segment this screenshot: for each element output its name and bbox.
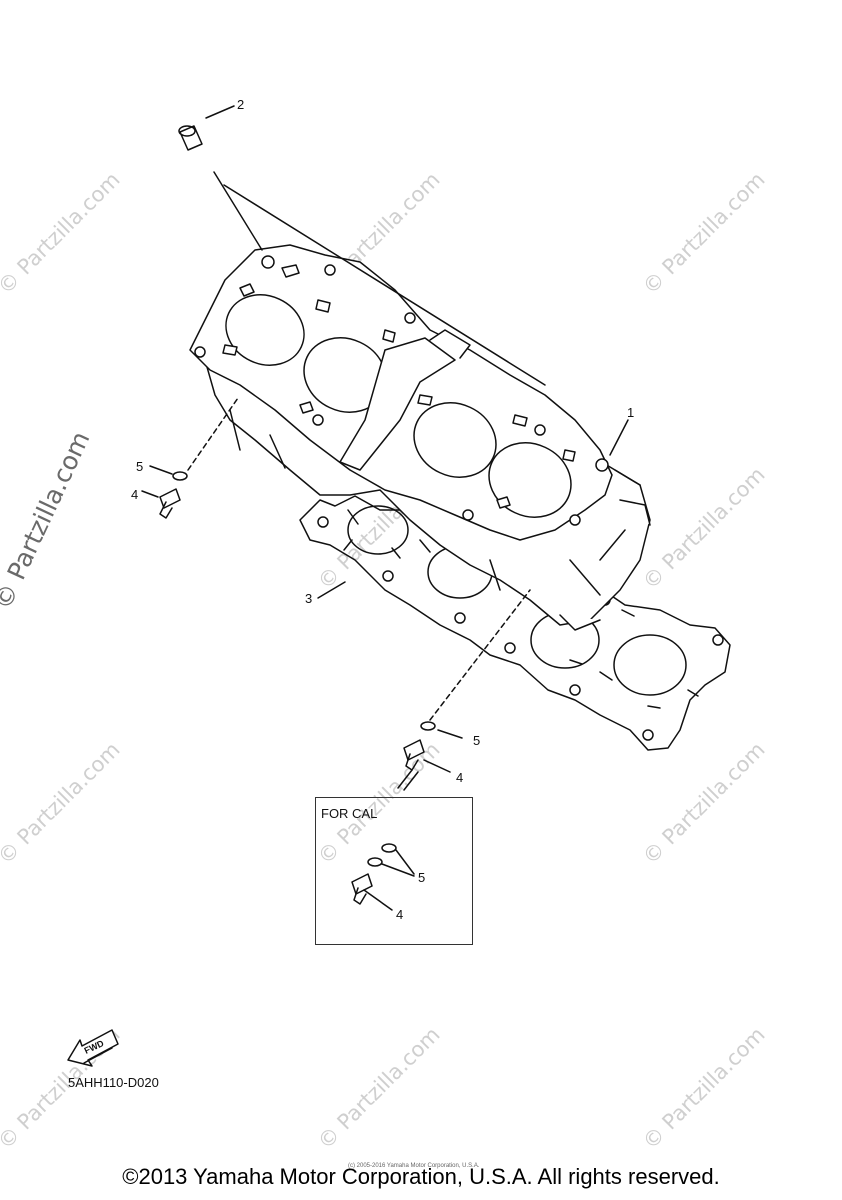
bolt-part-4-right (403, 739, 425, 771)
washer-part-5-left (172, 471, 188, 481)
fwd-arrow-icon (67, 1029, 119, 1067)
callout-4-left: 4 (131, 487, 139, 502)
dowel-pin-part-2 (178, 125, 203, 151)
inset-washers-part-5 (367, 843, 397, 867)
inset-box (315, 797, 473, 945)
callout-4-right: 4 (456, 770, 464, 785)
cylinder-block-part-1 (189, 244, 651, 631)
inset-bolt-part-4 (351, 873, 373, 905)
washer-part-5-right (420, 721, 436, 731)
footer-copyright: ©2013 Yamaha Motor Corporation, U.S.A. A… (122, 1164, 720, 1189)
small-copyright: (c) 2005-2016 Yamaha Motor Corporation, … (348, 1163, 480, 1169)
inset-title: FOR CAL (321, 806, 378, 821)
diagram-code: 5AHH110-D020 (68, 1075, 159, 1090)
callout-3: 3 (305, 591, 313, 606)
base-gasket-part-3 (299, 495, 731, 751)
callout-1: 1 (627, 405, 635, 420)
bolt-part-4-left (159, 488, 181, 519)
callout-4-inset: 4 (396, 907, 404, 922)
callout-5-right: 5 (473, 733, 481, 748)
callout-2: 2 (237, 97, 245, 112)
callout-5-inset: 5 (418, 870, 426, 885)
callout-5-left: 5 (136, 459, 144, 474)
